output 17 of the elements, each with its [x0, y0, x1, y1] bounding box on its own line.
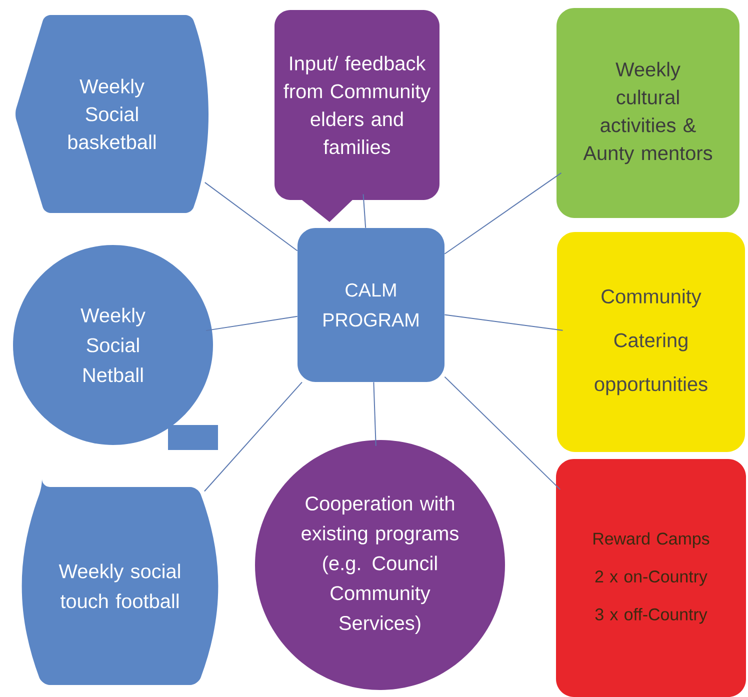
connector-line — [204, 182, 298, 252]
connector-line — [444, 314, 564, 331]
connector-line — [362, 194, 366, 228]
connector-line — [444, 376, 561, 490]
rounded-box: Community Catering opportunities — [557, 232, 745, 452]
rounded-box: Reward Camps 2 x on-Country 3 x off-Country — [556, 458, 746, 697]
rounded-box: CALM PROGRAM — [298, 228, 444, 382]
speech-bubble: Weekly Social Netball — [13, 244, 218, 450]
hexagon-box: Weekly Social basketball — [16, 15, 209, 213]
connector-line — [206, 316, 298, 332]
circle-node: Cooperation with existing programs (e.g. Council Community Services) — [255, 440, 505, 690]
barrel-box: Weekly social touch football — [22, 479, 218, 685]
connector-line — [204, 382, 303, 492]
connector-line — [373, 382, 376, 446]
rounded-box: Weekly cultural activities & Aunty mentors — [556, 8, 740, 218]
speech-bubble: Input/ feedback from Community elders and families — [274, 10, 440, 222]
connector-line — [444, 172, 562, 254]
